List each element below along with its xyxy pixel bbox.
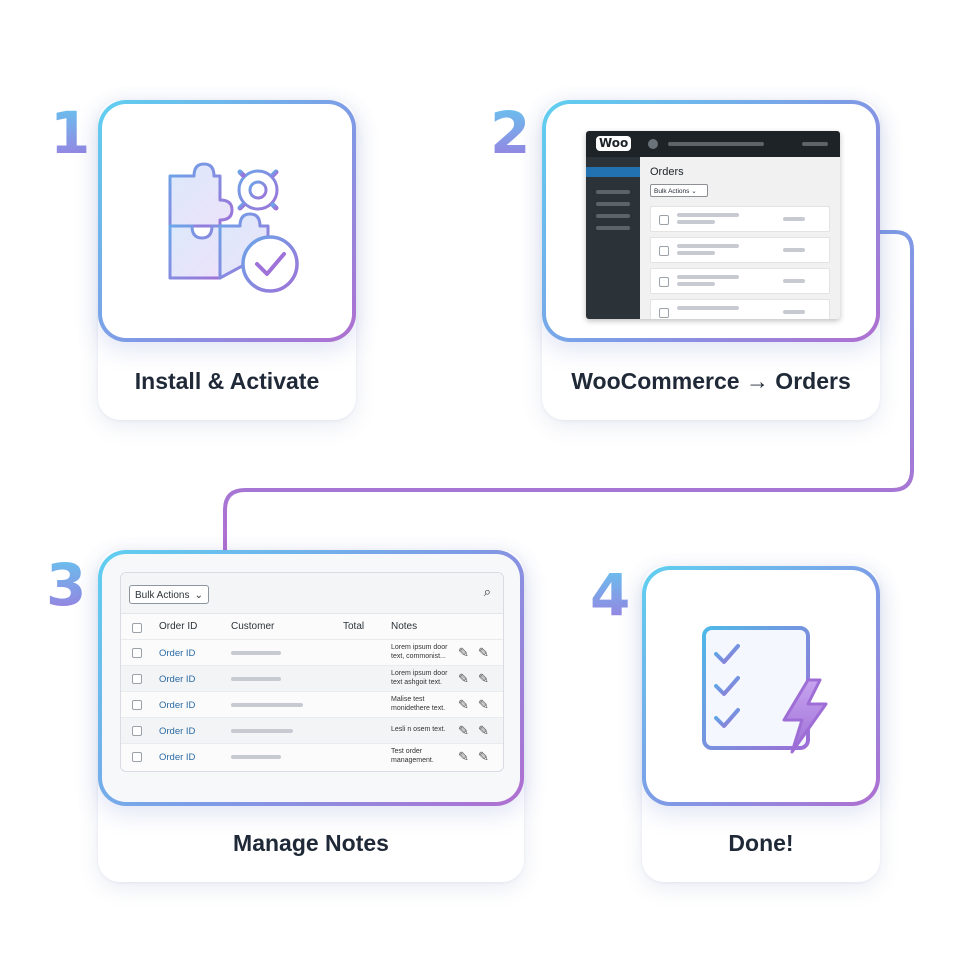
row-checkbox[interactable] bbox=[132, 674, 142, 684]
row-checkbox[interactable] bbox=[132, 726, 142, 736]
customer-placeholder bbox=[231, 755, 281, 759]
edit-pencil-icon[interactable]: ✎ bbox=[478, 749, 489, 764]
wordpress-icon bbox=[648, 139, 658, 149]
edit-pencil-icon[interactable]: ✎ bbox=[478, 697, 489, 712]
edit-pencil-icon[interactable]: ✎ bbox=[478, 671, 489, 686]
step-label-3: Manage Notes bbox=[233, 830, 389, 856]
step-panel-3: Bulk Actions⌄ ⌕ Order ID Customer Total … bbox=[98, 550, 524, 806]
order-id-link[interactable]: Order ID bbox=[159, 700, 196, 711]
woo-logo: Woo bbox=[596, 136, 632, 151]
connector-2-3 bbox=[223, 230, 914, 552]
step-number-4: 4 bbox=[590, 561, 631, 629]
sidebar-item-active[interactable] bbox=[586, 167, 640, 177]
order-id-link[interactable]: Order ID bbox=[159, 674, 196, 685]
order-note: Lorem ipsum door text, commonist... bbox=[391, 644, 448, 660]
step-panel-1 bbox=[98, 100, 356, 342]
lightning-icon bbox=[782, 678, 828, 754]
edit-pencil-icon[interactable]: ✎ bbox=[458, 749, 469, 764]
admin-page-title: Orders bbox=[650, 166, 684, 178]
search-icon[interactable]: ⌕ bbox=[483, 584, 491, 599]
step-panel-4 bbox=[642, 566, 880, 806]
admin-order-row[interactable] bbox=[650, 268, 830, 294]
column-header-total[interactable]: Total bbox=[343, 621, 365, 632]
edit-pencil-icon[interactable]: ✎ bbox=[458, 645, 469, 660]
row-checkbox[interactable] bbox=[132, 648, 142, 658]
column-header-order-id[interactable]: Order ID bbox=[159, 621, 198, 632]
table-row[interactable]: Order ID Lorem ipsum door text, commonis… bbox=[121, 639, 503, 666]
table-row[interactable]: Order ID Lesli n osem text. ✎ ✎ bbox=[121, 717, 503, 744]
table-row[interactable]: Order ID Test order management. ✎ ✎ bbox=[121, 743, 503, 770]
edit-pencil-icon[interactable]: ✎ bbox=[458, 697, 469, 712]
step-label-2: WooCommerce → Orders bbox=[571, 368, 851, 394]
edit-pencil-icon[interactable]: ✎ bbox=[458, 671, 469, 686]
puzzle-gear-check-icon bbox=[168, 161, 299, 293]
order-note: Malise test monidethere text. bbox=[391, 696, 446, 712]
column-header-customer[interactable]: Customer bbox=[231, 621, 275, 632]
admin-screenshot: Woo Orders Bulk Actions ⌄ bbox=[586, 131, 840, 319]
step-label-4: Done! bbox=[728, 830, 794, 856]
admin-topbar: Woo bbox=[586, 131, 840, 157]
edit-pencil-icon[interactable]: ✎ bbox=[478, 645, 489, 660]
step-number-3: 3 bbox=[46, 551, 87, 619]
check-circle-icon bbox=[241, 235, 299, 293]
admin-order-row[interactable] bbox=[650, 206, 830, 232]
customer-placeholder bbox=[231, 703, 303, 707]
orders-table: Bulk Actions⌄ ⌕ Order ID Customer Total … bbox=[120, 572, 504, 772]
order-id-link[interactable]: Order ID bbox=[159, 726, 196, 737]
customer-placeholder bbox=[231, 729, 293, 733]
step-number-1: 1 bbox=[50, 99, 91, 167]
column-header-notes[interactable]: Notes bbox=[391, 621, 418, 632]
order-note: Lesli n osem text. bbox=[391, 726, 446, 733]
table-row[interactable]: Order ID Lorem ipsum door text ashgoit t… bbox=[121, 665, 503, 692]
admin-order-row[interactable] bbox=[650, 299, 830, 319]
gear-icon bbox=[229, 161, 287, 219]
step-number-2: 2 bbox=[490, 99, 531, 167]
order-note: Test order management. bbox=[391, 748, 434, 764]
edit-pencil-icon[interactable]: ✎ bbox=[458, 723, 469, 738]
step-label-1: Install & Activate bbox=[134, 368, 320, 394]
admin-sidebar bbox=[586, 157, 640, 319]
table-row[interactable]: Order ID Malise test monidethere text. ✎… bbox=[121, 691, 503, 718]
edit-pencil-icon[interactable]: ✎ bbox=[478, 723, 489, 738]
checklist-lightning-icon bbox=[702, 626, 828, 754]
admin-order-row[interactable] bbox=[650, 237, 830, 263]
customer-placeholder bbox=[231, 677, 281, 681]
order-id-link[interactable]: Order ID bbox=[159, 752, 196, 763]
step-panel-2: Woo Orders Bulk Actions ⌄ bbox=[542, 100, 880, 342]
order-id-link[interactable]: Order ID bbox=[159, 648, 196, 659]
row-checkbox[interactable] bbox=[132, 752, 142, 762]
select-all-checkbox[interactable] bbox=[132, 623, 142, 633]
customer-placeholder bbox=[231, 651, 281, 655]
row-checkbox[interactable] bbox=[132, 700, 142, 710]
admin-bulk-select[interactable]: Bulk Actions ⌄ bbox=[650, 184, 708, 197]
order-note: Lorem ipsum door text ashgoit text. bbox=[391, 670, 448, 686]
bulk-actions-select[interactable]: Bulk Actions⌄ bbox=[129, 585, 209, 604]
